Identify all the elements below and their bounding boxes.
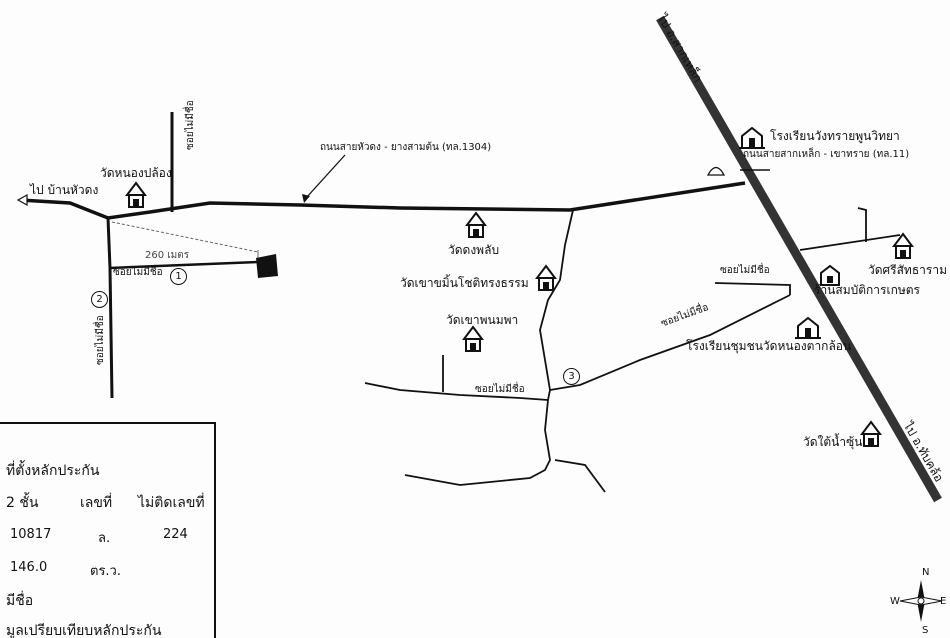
main-road-label: ถนนสายหัวดง - ยางสามต้น (ทล.1304)	[320, 142, 492, 153]
shop-icon	[820, 264, 840, 286]
soi-north-label: ซอยไม่มีชื่อ	[185, 100, 196, 150]
road-center-west	[364, 382, 549, 401]
temple-icon	[462, 325, 484, 352]
area-value: 146.0	[10, 560, 48, 575]
floors: 2 ชั้น	[6, 495, 39, 511]
road-soi-right	[714, 282, 791, 295]
soi-2-label: ซอยไม่มีชื่อ	[95, 315, 106, 365]
marker-1: 1	[170, 268, 187, 285]
compass-n: N	[922, 567, 930, 578]
temple-icon	[125, 181, 147, 208]
soi-1-road	[109, 260, 259, 270]
school-chumchon-label: โรงเรียนชุมชนวัดหนองตากล้อน	[686, 339, 852, 353]
distance-line	[111, 221, 259, 253]
deed-unit: ล.	[98, 531, 111, 546]
temple-icon	[535, 264, 557, 291]
highway	[656, 15, 942, 503]
compass-w: W	[890, 596, 900, 607]
area-unit: ตร.ว.	[90, 564, 121, 579]
wat-nong-plong-label: วัดหนองปล้อง	[100, 166, 172, 180]
wat-khao-mon-label: วัดเขาขมิ้นโชติทรงธรรม	[400, 276, 529, 290]
deed-value: 224	[163, 527, 188, 542]
panel-title: ที่ตั้งหลักประกัน	[6, 463, 100, 479]
collateral-plot	[256, 254, 278, 278]
soi-center-label: ซอยไม่มีชื่อ	[475, 384, 525, 395]
school-icon	[739, 126, 765, 149]
col-no-header: เลขที่	[80, 495, 113, 511]
highway-label: ถนนสายสากเหล็ก - เขาทราย (ทล.11)	[743, 149, 910, 160]
main-road	[19, 181, 746, 220]
arrow-left-icon	[16, 193, 28, 207]
compare-row: มูลเปรียบเทียบหลักประกัน	[6, 623, 162, 638]
wat-sri-label: วัดศรีสัทธาราม	[868, 263, 947, 277]
wat-dong-phlap-label: วัดดงพลับ	[448, 243, 500, 257]
marker-2: 2	[91, 291, 108, 308]
deed-no: 10817	[10, 527, 52, 542]
compass-s: S	[922, 625, 929, 636]
school-wang-sai-label: โรงเรียนวังทรายพูนวิทยา	[770, 129, 900, 143]
school-icon	[795, 316, 821, 339]
temple-icon	[860, 420, 882, 447]
wat-tai-label: วัดใต้น้ำซุ้น	[803, 435, 863, 449]
compass-e: E	[940, 596, 947, 607]
temple-icon	[465, 211, 487, 238]
marker-3: 3	[563, 368, 580, 385]
wat-khao-phanom-label: วัดเขาพนมพา	[446, 313, 519, 327]
distance-label: 260 เมตร	[145, 250, 190, 261]
road-soi-3	[549, 294, 791, 391]
shop-coop-label: ร้านสมบัติการเกษตร	[814, 283, 920, 297]
col-none-header: ไม่ติดเลขที่	[138, 495, 205, 511]
name-row: มีชื่อ	[6, 593, 34, 609]
road-center-south	[404, 209, 574, 486]
temple-icon	[892, 232, 914, 259]
gas-station-icon	[706, 166, 726, 176]
soi-1-label: ซอยไม่มีชื่อ	[113, 267, 163, 278]
compass-icon	[899, 580, 943, 622]
collateral-info-panel: ที่ตั้งหลักประกัน 2 ชั้น เลขที่ ไม่ติดเล…	[0, 422, 216, 638]
to-baan-huadong-label: ไป บ้านหัวดง	[30, 183, 99, 197]
road-east	[799, 234, 901, 251]
soi-2-road	[106, 217, 114, 399]
soi-right-label: ซอยไม่มีชื่อ	[720, 265, 770, 276]
